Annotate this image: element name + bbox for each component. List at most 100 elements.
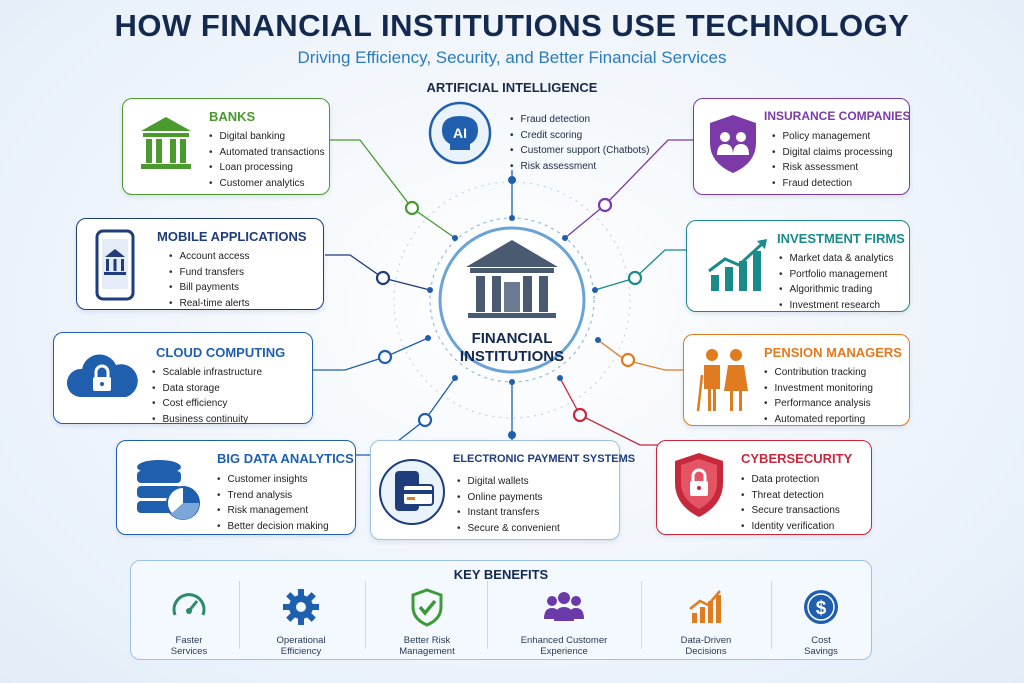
payments-list: Digital wallets Online payments Instant … (457, 474, 560, 536)
list-item: Trend analysis (217, 488, 329, 504)
list-item: Automated reporting (764, 412, 873, 428)
payment-card-icon (379, 459, 445, 525)
list-item: Policy management (772, 129, 893, 145)
list-item: Digital banking (209, 129, 325, 145)
gear-icon (283, 589, 319, 625)
card-investment: INVESTMENT FIRMS Market data & analytics… (686, 220, 910, 312)
speedometer-icon (172, 593, 206, 616)
growth-chart-icon (708, 239, 767, 291)
ai-brain-icon: AI (428, 101, 492, 165)
list-item: Performance analysis (764, 396, 873, 412)
list-item: Digital wallets (457, 474, 560, 490)
list-item: Contribution tracking (764, 365, 873, 381)
node-insurance (597, 197, 613, 213)
list-item: Credit scoring (510, 128, 649, 144)
list-item: Cost efficiency (152, 396, 262, 412)
card-pension: PENSION MANAGERS Contribution tracking I… (683, 334, 910, 426)
mobile-list: Account access Fund transfers Bill payme… (169, 249, 250, 311)
smartphone-icon (95, 229, 135, 301)
banks-list: Digital banking Automated transactions L… (209, 129, 325, 191)
divider (487, 581, 488, 649)
mobile-title: MOBILE APPLICATIONS (157, 229, 307, 244)
people-icon (544, 592, 584, 621)
node-cyber (572, 407, 588, 423)
cloud-lock-icon (66, 354, 138, 397)
list-item: Portfolio management (779, 267, 893, 283)
node-banks (404, 200, 420, 216)
list-item: Business continuity (152, 412, 262, 428)
list-item: Data protection (741, 472, 840, 488)
benefit-faster-services: Faster Services (139, 583, 239, 657)
list-item: Identity verification (741, 519, 840, 535)
connector-investment (594, 249, 690, 291)
list-item: Digital claims processing (772, 145, 893, 161)
center-label: FINANCIAL INSTITUTIONS (459, 330, 565, 365)
list-item: Investment monitoring (764, 381, 873, 397)
divider (239, 581, 240, 649)
list-item: Online payments (457, 490, 560, 506)
security-shield-lock-icon (675, 453, 723, 517)
growth-chart-icon (689, 590, 721, 623)
connector-cyber (559, 377, 660, 446)
node-pension (620, 352, 636, 368)
list-item: Risk management (217, 503, 329, 519)
list-item: Scalable infrastructure (152, 365, 263, 381)
connector-mobile (325, 254, 431, 291)
list-item: Data storage (152, 381, 262, 397)
dollar-coin-icon: $ (804, 590, 838, 624)
card-bigdata: BIG DATA ANALYTICS Customer insights Tre… (116, 440, 356, 535)
benefit-enhanced-customer-experience: Enhanced Customer Experience (489, 583, 639, 657)
list-item: Algorithmic trading (779, 282, 893, 298)
card-cloud: CLOUD COMPUTING Scalable infrastructure … (53, 332, 313, 425)
investment-list: Market data & analytics Portfolio manage… (779, 251, 894, 314)
banks-title: BANKS (209, 109, 256, 124)
ai-title: ARTIFICIAL INTELLIGENCE (426, 80, 598, 95)
node-bigdata (417, 412, 433, 428)
list-item: Customer support (Chatbots) (510, 143, 650, 159)
database-chart-icon (137, 460, 200, 520)
connector-banks (330, 139, 456, 239)
list-item: Investment research (779, 298, 893, 314)
list-item: Customer insights (217, 472, 329, 488)
card-cyber: CYBERSECURITY Data protection Threat det… (656, 440, 872, 535)
pension-list: Contribution tracking Investment monitor… (764, 365, 873, 427)
card-insurance: INSURANCE COMPANIES Policy management Di… (693, 98, 910, 195)
card-payments: ELECTRONIC PAYMENT SYSTEMS Digital walle… (370, 440, 635, 540)
node-cloud (377, 349, 393, 365)
svg-text:$: $ (816, 598, 827, 619)
card-banks: BANKS Digital banking Automated transact… (122, 98, 330, 195)
divider (771, 581, 772, 649)
insurance-list: Policy management Digital claims process… (772, 129, 893, 191)
benefit-better-risk-management: Better Risk Management (367, 583, 487, 657)
list-item: Fraud detection (510, 112, 649, 128)
cyber-title: CYBERSECURITY (741, 451, 853, 466)
connector-pension (597, 339, 690, 371)
insurance-shield-icon (710, 115, 756, 173)
list-item: Secure & convenient (457, 521, 560, 537)
list-item: Fund transfers (169, 265, 250, 281)
svg-text:AI: AI (453, 125, 467, 141)
key-benefits-title: KEY BENEFITS (453, 567, 549, 582)
page-title: HOW FINANCIAL INSTITUTIONS USE TECHNOLOG… (114, 8, 910, 43)
benefit-data-driven-decisions: Data-Driven Decisions (643, 583, 769, 657)
investment-title: INVESTMENT FIRMS (777, 231, 905, 246)
benefit-operational-efficiency: Operational Efficiency (241, 583, 361, 657)
shield-check-icon (411, 588, 443, 627)
bigdata-title: BIG DATA ANALYTICS (217, 451, 354, 466)
benefit-cost-savings: $ Cost Savings (773, 583, 869, 657)
pension-title: PENSION MANAGERS (764, 345, 902, 360)
cyber-list: Data protection Threat detection Secure … (741, 472, 840, 534)
node-investment (627, 270, 643, 286)
list-item: Loan processing (209, 160, 325, 176)
bank-icon (141, 117, 191, 169)
list-item: Bill payments (169, 280, 250, 296)
list-item: Risk assessment (772, 160, 893, 176)
list-item: Threat detection (741, 488, 840, 504)
list-item: Market data & analytics (779, 251, 894, 267)
connector-cloud (312, 337, 429, 371)
connector-bigdata (355, 377, 456, 456)
list-item: Risk assessment (510, 159, 649, 175)
elderly-couple-icon (696, 349, 748, 412)
ai-list: Fraud detection Credit scoring Customer … (510, 112, 650, 175)
